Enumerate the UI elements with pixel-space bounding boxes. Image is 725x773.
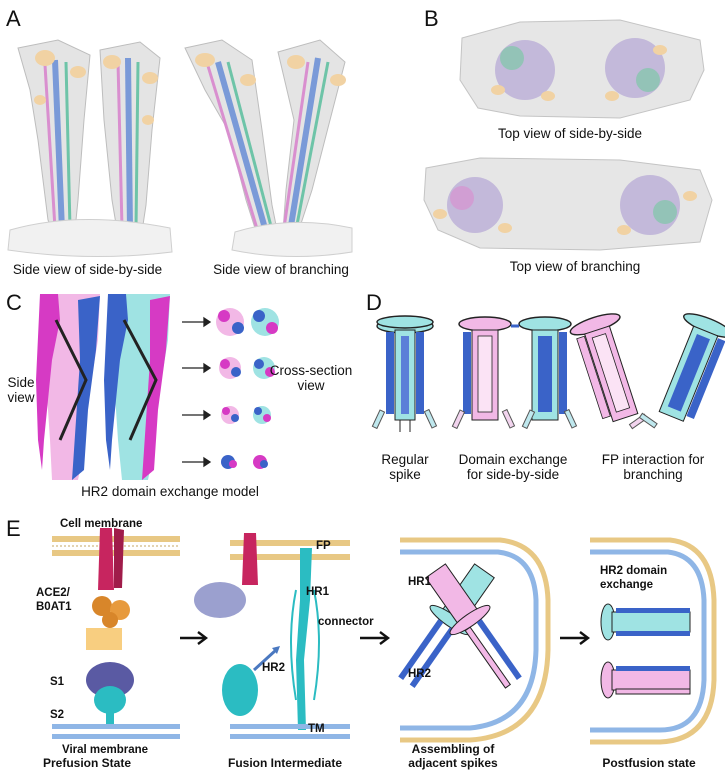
e-viral-membrane-1 [52, 724, 180, 739]
panel-d-domain-exchange [451, 316, 578, 430]
panel-letter-d: D [366, 290, 382, 315]
caption-top-branching: Top view of branching [509, 259, 641, 274]
panel-a-side-by-side-density [7, 39, 173, 258]
stage-prefusion: Prefusion State [42, 756, 132, 770]
e-fusion-intermediate-structure [194, 548, 320, 730]
panel-letter-b: B [424, 6, 439, 31]
caption-hr2-model: HR2 domain exchange model [81, 484, 259, 499]
e-viral-membrane-2 [230, 724, 350, 739]
panel-d-fp-interaction [569, 313, 725, 430]
label-fp: FP [316, 540, 331, 552]
panel-d-regular-spike [371, 315, 438, 432]
label-s1: S1 [50, 676, 65, 688]
caption-fp-interaction: FP interaction for branching [601, 452, 705, 482]
panel-a-branching-density [184, 39, 353, 258]
stage-assembling: Assembling of adjacent spikes [408, 742, 498, 770]
e-spike-prefusion [86, 662, 134, 726]
stage-fusion-intermediate: Fusion Intermediate [227, 756, 343, 770]
e-curved-membrane-4 [590, 537, 717, 745]
label-cell-membrane: Cell membrane [60, 518, 143, 530]
e-postfusion-spikes [600, 603, 691, 699]
caption-top-side-by-side: Top view of side-by-side [497, 126, 643, 141]
panel-b-top-side-by-side [459, 19, 705, 119]
panel-letter-a: A [6, 6, 21, 31]
panel-letter-c: C [6, 290, 22, 315]
panel-letter-e: E [6, 516, 21, 541]
stage-arrow-2 [360, 631, 390, 645]
panel-b-top-branching [423, 157, 713, 251]
panel-c-surface-cyan [104, 294, 170, 480]
panel-c-cross-sections [216, 308, 279, 469]
stage-arrow-3 [560, 631, 590, 645]
stage-arrow-1 [180, 631, 208, 645]
caption-domain-exchange: Domain exchange for side-by-side [458, 452, 568, 482]
label-hr1: HR1 [306, 586, 330, 598]
e-cell-membrane-2 [230, 540, 350, 560]
label-ace2: ACE2/ B0AT1 [36, 587, 72, 613]
label-hr1-assembling: HR1 [408, 576, 432, 588]
label-tm: TM [308, 723, 325, 735]
caption-side-by-side: Side view of side-by-side [12, 262, 163, 277]
stage-postfusion: Postfusion state [602, 756, 696, 770]
label-s2: S2 [50, 709, 65, 721]
label-hr2: HR2 [262, 662, 286, 674]
panel-c-surface-pink [36, 294, 100, 480]
label-connector: connector [318, 616, 374, 628]
label-hr2-domain-exchange: HR2 domain exchange [600, 565, 668, 591]
e-assembling-spikes [398, 563, 522, 689]
panel-c-arrows [182, 316, 212, 468]
caption-side-view: Side view [7, 375, 35, 405]
label-viral-membrane: Viral membrane [62, 744, 149, 756]
label-hr2-assembling: HR2 [408, 668, 432, 680]
e-ace2-receptor-2 [242, 533, 258, 585]
e-ace2-receptor [92, 528, 130, 628]
caption-cross-section: Cross-section view [269, 363, 353, 393]
caption-regular-spike: Regular spike [381, 452, 429, 482]
e-rbd-highlight [86, 628, 122, 650]
caption-branching: Side view of branching [213, 262, 349, 277]
e-curved-membrane-3 [400, 537, 551, 743]
